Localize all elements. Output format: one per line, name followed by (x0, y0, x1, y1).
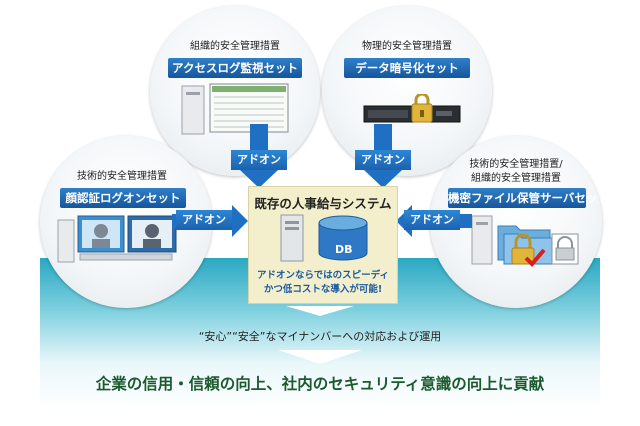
circle-top-right (322, 6, 492, 176)
category-label-right-1: 技術的安全管理措置/ (469, 159, 563, 170)
addon-label-left: アドオン (176, 210, 232, 230)
title-access-log: アクセスログ監視セット (168, 58, 302, 78)
arrow-down-center-2 (278, 350, 362, 364)
server-db-icon (280, 214, 368, 262)
category-label-left: 技術的安全管理措置 (77, 171, 167, 182)
bottom-text-1: “安心”“安全”なマイナンバーへの対応および運用 (198, 330, 442, 343)
title-secure-file-server: 機密ファイル保管サーバセット (448, 188, 609, 208)
bottom-text-2: 企業の信用・信頼の向上、社内のセキュリティ意識の向上に貢献 (95, 375, 545, 393)
center-desc-line1: アドオンならではのスピーディ (256, 270, 390, 281)
file-server-icon (471, 215, 579, 267)
existing-system-box: 既存の人事給与システム DB アドオンならではのスピーディ かつ低コストな導入が… (248, 186, 398, 304)
db-label: DB (335, 243, 353, 256)
arrow-down-center-1 (286, 306, 354, 316)
category-label-right-2: 組織的安全管理措置 (471, 173, 561, 184)
category-label-top-right: 物理的安全管理措置 (362, 41, 452, 52)
title-face-auth: 顔認証ログオンセット (60, 188, 186, 208)
addon-label-right: アドオン (404, 210, 460, 230)
addon-label-top-left: アドオン (231, 150, 287, 170)
center-title: 既存の人事給与システム (254, 196, 392, 211)
category-label-top-left: 組織的安全管理措置 (190, 41, 280, 52)
face-recognition-icon (57, 215, 177, 263)
addon-label-top-right: アドオン (355, 150, 411, 170)
center-desc-line2: かつ低コストな導入が可能! (263, 284, 383, 295)
title-data-encryption: データ暗号化セット (344, 58, 470, 78)
pc-monitor-icon (181, 83, 289, 135)
server-lock-icon (363, 94, 461, 123)
